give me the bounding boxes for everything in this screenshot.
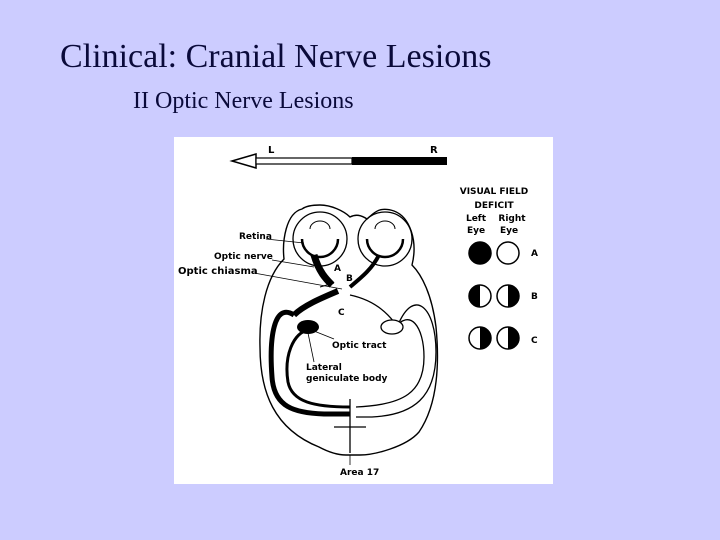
visual-field-heading: VISUAL FIELD bbox=[460, 187, 529, 197]
right-eye-col-label-2: Eye bbox=[500, 226, 518, 236]
left-eye-field-c-deficit bbox=[480, 327, 491, 349]
direction-arrow: L R bbox=[229, 145, 447, 169]
right-optic-tract-white bbox=[349, 294, 395, 323]
left-eye-col-label-2: Eye bbox=[467, 226, 485, 236]
right-eye-field-a bbox=[496, 241, 520, 265]
row-label-b: B bbox=[531, 292, 538, 302]
right-eye-field-c-deficit bbox=[508, 327, 519, 349]
field-row-a: A bbox=[468, 241, 538, 265]
right-lateral-geniculate-body bbox=[380, 319, 404, 335]
lgb-leader bbox=[307, 332, 315, 363]
arrowhead bbox=[229, 153, 257, 169]
lesion-label-c: C bbox=[338, 308, 345, 318]
optic-nerve-label: Optic nerve bbox=[214, 252, 273, 262]
left-eye-col-label-1: Left bbox=[466, 214, 487, 224]
right-eyeball bbox=[357, 211, 413, 267]
right-eye-col-label-1: Right bbox=[498, 214, 526, 224]
left-optic-nerve bbox=[310, 253, 335, 288]
left-radiation-inner bbox=[285, 327, 351, 409]
row-label-c: C bbox=[531, 336, 538, 346]
arrow-shaft-black bbox=[352, 157, 447, 165]
lesion-line-a bbox=[319, 282, 335, 288]
arrow-left-label: L bbox=[268, 145, 275, 156]
lesion-label-a: A bbox=[334, 264, 341, 274]
optic-nerve-leader bbox=[271, 259, 315, 268]
left-eyeball bbox=[292, 211, 348, 267]
optic-tract-label: Optic tract bbox=[332, 341, 387, 351]
left-radiation-outer bbox=[268, 309, 350, 417]
area17-label: Area 17 bbox=[340, 468, 379, 478]
right-radiation-outer bbox=[356, 304, 437, 418]
retina-leader bbox=[265, 238, 305, 244]
left-lateral-geniculate-body bbox=[297, 320, 319, 334]
brain-outline bbox=[259, 204, 439, 456]
left-eye-field-a bbox=[468, 241, 492, 265]
right-optic-nerve-black-fibers bbox=[348, 254, 381, 289]
right-radiation-inner bbox=[355, 319, 425, 408]
lgb-label-line1: Lateral bbox=[306, 363, 342, 373]
left-optic-tract-black bbox=[291, 288, 340, 318]
optic-pathway-diagram: L R VISUAL FIELD DEFICIT Left Eye Right … bbox=[178, 145, 538, 478]
slide-subtitle: II Optic Nerve Lesions bbox=[133, 88, 354, 114]
right-eye-field-b-deficit bbox=[508, 285, 519, 307]
field-row-c: C bbox=[468, 326, 538, 350]
arrow-shaft-white bbox=[255, 157, 353, 165]
arrow-right-label: R bbox=[430, 145, 438, 156]
lgb-label-line2: geniculate body bbox=[306, 374, 388, 384]
field-row-b: B bbox=[468, 284, 538, 308]
row-label-a: A bbox=[531, 249, 538, 259]
slide-title: Clinical: Cranial Nerve Lesions bbox=[60, 38, 492, 75]
optic-pathway-figure: L R VISUAL FIELD DEFICIT Left Eye Right … bbox=[174, 137, 553, 484]
optic-chiasma-label: Optic chiasma bbox=[178, 266, 258, 277]
optic-chiasma-leader bbox=[253, 272, 343, 290]
lesion-label-b: B bbox=[346, 274, 353, 284]
retina-label: Retina bbox=[239, 232, 272, 242]
deficit-heading: DEFICIT bbox=[474, 201, 514, 211]
left-eye-field-b-deficit bbox=[469, 285, 480, 307]
optic-tract-leader bbox=[313, 330, 335, 340]
